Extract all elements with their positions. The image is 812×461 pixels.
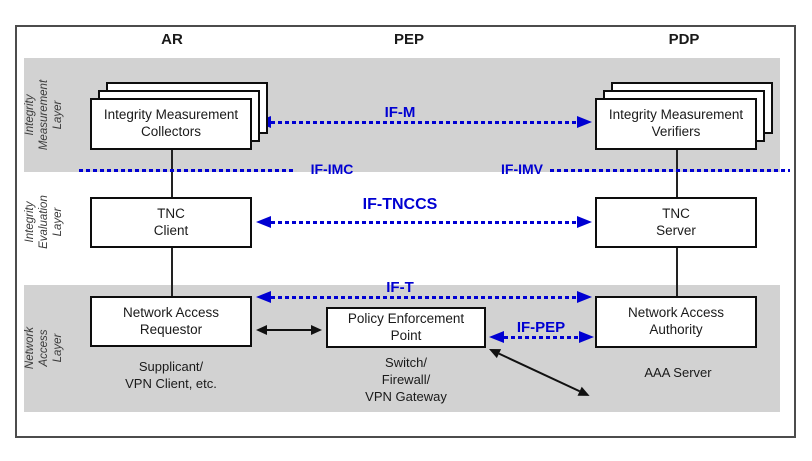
sublabel-aaa-server: AAA Server <box>644 365 712 380</box>
node-policy-enforcement-point: Policy Enforcement Point <box>326 307 486 348</box>
if-tnccs-arrowhead-right <box>577 216 592 228</box>
requestor-pep-line <box>267 329 311 331</box>
if-m-dashed-line <box>271 120 577 124</box>
node-integrity-measurement-verifiers: Integrity Measurement Verifiers <box>595 98 757 150</box>
if-imv-dashed-line <box>550 169 790 172</box>
layer-label-integrity-measurement: Integrity Measurement Layer <box>23 79 65 151</box>
if-tnccs-dashed-line <box>271 220 577 224</box>
column-header-pep: PEP <box>393 31 424 48</box>
column-header-pdp: PDP <box>668 31 700 48</box>
if-imc-dashed-line <box>79 169 294 172</box>
column-header-ar: AR <box>161 31 183 48</box>
sublabel-supplicant: Supplicant/ VPN Client, etc. <box>125 359 217 391</box>
layer-label-network-access: Network Access Layer <box>23 326 65 370</box>
sublabel-switch-firewall: Switch/ Firewall/ VPN Gateway <box>365 355 447 404</box>
requestor-pep-arrowhead-left <box>256 325 267 335</box>
node-tnc-client: TNC Client <box>90 197 252 248</box>
node-integrity-measurement-collectors: Integrity Measurement Collectors <box>90 98 252 150</box>
layer-label-integrity-evaluation: Integrity Evaluation Layer <box>23 195 65 249</box>
requestor-pep-arrowhead-right <box>311 325 322 335</box>
node-network-access-requestor: Network Access Requestor <box>90 296 252 347</box>
requestor-pep-arrow <box>256 325 322 335</box>
if-t-label: IF-T <box>386 279 414 296</box>
if-t-dashed-line <box>271 295 577 299</box>
if-pep-arrow <box>489 330 594 344</box>
if-t-arrowhead-right <box>577 291 592 303</box>
if-pep-arrowhead-left <box>489 331 504 343</box>
connector-client-requestor <box>171 248 173 296</box>
node-tnc-server: TNC Server <box>595 197 757 248</box>
diagram-frame: AR PEP PDP Integrity Measurement Layer I… <box>15 25 796 438</box>
if-tnccs-arrowhead-left <box>256 216 271 228</box>
connector-verifiers-server <box>676 150 678 197</box>
if-m-label: IF-M <box>384 104 416 121</box>
if-m-arrow <box>256 115 592 129</box>
if-tnccs-label: IF-TNCCS <box>362 196 438 213</box>
if-pep-dashed-line <box>504 335 579 339</box>
node-network-access-authority: Network Access Authority <box>595 296 757 348</box>
if-t-arrow <box>256 290 592 304</box>
if-imv-label: IF-IMV <box>501 161 543 177</box>
connector-collectors-client <box>171 150 173 197</box>
connector-server-authority <box>676 248 678 296</box>
if-m-arrowhead-right <box>577 116 592 128</box>
if-pep-label: IF-PEP <box>516 319 566 336</box>
if-pep-arrowhead-right <box>579 331 594 343</box>
if-tnccs-arrow <box>256 215 592 229</box>
if-imc-label: IF-IMC <box>310 161 354 177</box>
if-t-arrowhead-left <box>256 291 271 303</box>
